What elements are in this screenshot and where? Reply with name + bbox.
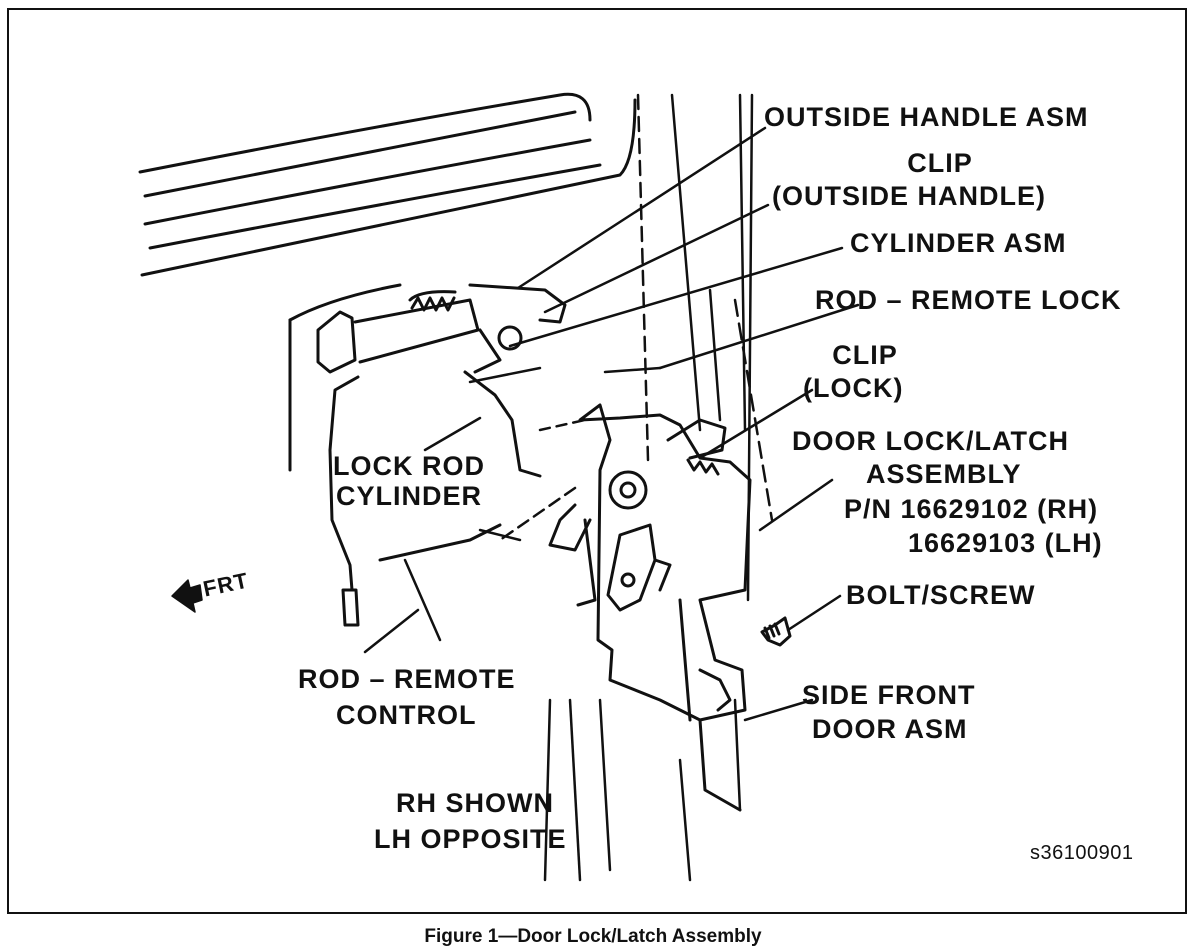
figure-caption: Figure 1—Door Lock/Latch Assembly [424, 926, 762, 947]
label-side-front-door-line1: SIDE FRONT [802, 680, 976, 710]
side-front-door-drawing [698, 718, 742, 812]
remote-control-rod-drawing [328, 370, 542, 627]
door-pillar-lines [543, 93, 774, 882]
label-clip-lock-line2: (LOCK) [803, 373, 904, 403]
label-lh-opposite: LH OPPOSITE [374, 824, 567, 854]
label-rod-remote-control-line1: ROD – REMOTE [298, 664, 516, 694]
label-lock-rod-cylinder-line1: LOCK ROD [333, 451, 485, 481]
label-door-lock-latch-line2: ASSEMBLY [866, 459, 1022, 489]
label-lock-rod-cylinder-line2: CYLINDER [336, 481, 483, 511]
label-part-number-lh: 16629103 (LH) [908, 528, 1103, 558]
label-outside-handle-asm: OUTSIDE HANDLE ASM [764, 102, 1089, 132]
label-rod-remote-lock: ROD – REMOTE LOCK [815, 285, 1122, 315]
label-rod-remote-control-line2: CONTROL [336, 700, 477, 730]
latch-assembly-drawing [548, 403, 752, 722]
label-rh-shown: RH SHOWN [396, 788, 554, 818]
label-part-number-rh: P/N 16629102 (RH) [844, 494, 1099, 524]
leader-lines [363, 126, 860, 722]
label-door-lock-latch-line1: DOOR LOCK/LATCH [792, 426, 1069, 456]
bolt-drawing [760, 616, 792, 647]
front-arrow-icon [171, 579, 203, 613]
label-bolt-screw: BOLT/SCREW [846, 580, 1036, 610]
figure-id: s36100901 [1030, 842, 1134, 864]
label-side-front-door-line2: DOOR ASM [812, 714, 968, 744]
label-cylinder-asm: CYLINDER ASM [850, 228, 1067, 258]
label-clip-lock-line1: CLIP [832, 340, 898, 370]
window-frame-lines [138, 92, 637, 472]
outside-handle-drawing [316, 283, 567, 374]
label-clip-outside-handle-line1: CLIP [907, 148, 973, 178]
label-clip-outside-handle-line2: (OUTSIDE HANDLE) [772, 181, 1046, 211]
